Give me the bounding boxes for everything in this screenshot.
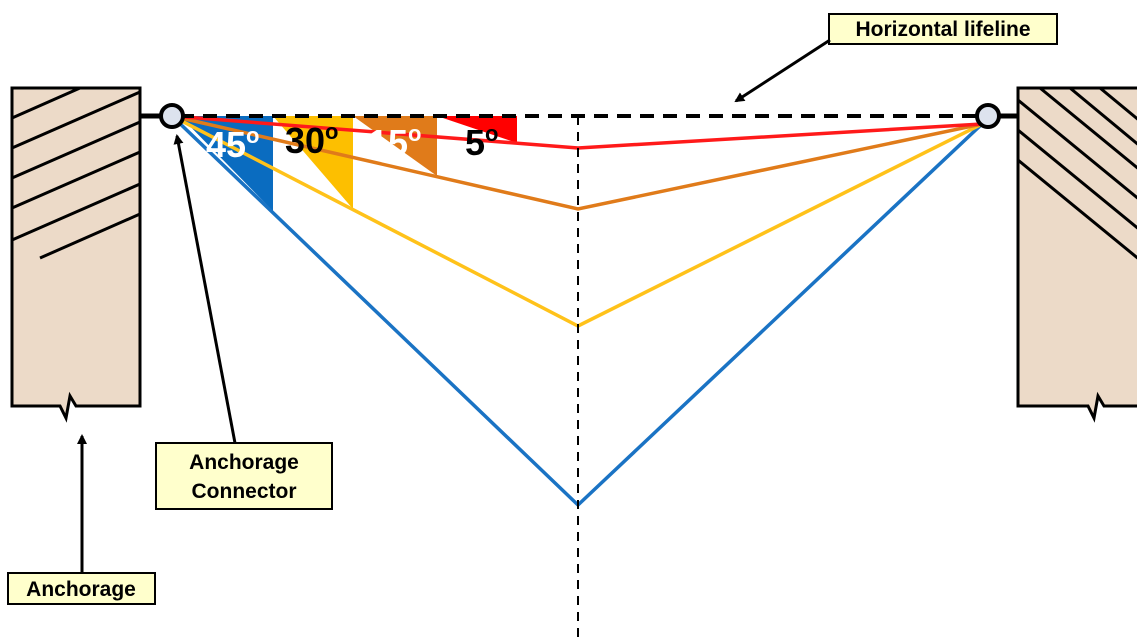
right-anchorage-block (1016, 86, 1137, 423)
lifeline-arrow (734, 38, 831, 103)
connector-arrow (173, 134, 237, 444)
anchorage-connector-callout: Anchorage Connector (155, 134, 333, 510)
anchorage-label: Anchorage (26, 578, 136, 601)
angle-wedge-30 (273, 116, 353, 209)
anchorage-callout: Anchorage (7, 434, 156, 605)
right-connector-ring (975, 103, 1001, 129)
angle-label-5: 5o (465, 121, 498, 163)
horizontal-lifeline-callout: Horizontal lifeline (734, 13, 1058, 103)
angle-label-45: 45o (206, 123, 260, 165)
left-connector-ring (159, 103, 185, 129)
angle-wedge-5 (437, 116, 517, 143)
right-hatching (1018, 88, 1137, 260)
sag-line-15 (171, 114, 983, 211)
angle-label-30: 30o (285, 119, 339, 161)
anchorage-connector-label-line2: Connector (192, 480, 297, 503)
horizontal-lifeline-label: Horizontal lifeline (855, 18, 1030, 41)
callout-box (155, 442, 333, 510)
anchorage-connector-label-line1: Anchorage (189, 451, 299, 474)
angle-wedge-45 (180, 116, 273, 211)
callout-box (7, 572, 156, 605)
angle-label-15: 15o (368, 121, 422, 163)
callout-box (828, 13, 1058, 45)
left-hatching (12, 88, 140, 260)
left-anchorage-block (10, 86, 142, 423)
